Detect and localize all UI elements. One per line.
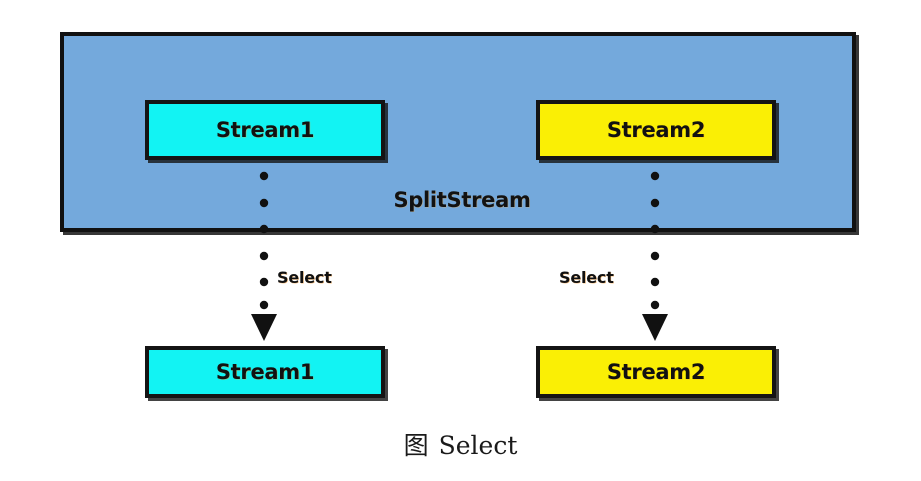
inner-stream-label-right: Stream2 xyxy=(606,118,706,142)
inner-stream-box-right: Stream2 xyxy=(536,100,776,160)
output-stream-label-left: Stream1 xyxy=(215,360,315,384)
figure-caption: 图 Select xyxy=(0,426,921,462)
inner-stream-box-left: Stream1 xyxy=(145,100,385,160)
dotted-arrow-left-icon xyxy=(251,171,277,341)
dotted-arrow-right-icon xyxy=(642,171,668,341)
caption-figure-word: 图 xyxy=(403,431,429,460)
splitstream-container: Stream1 Stream2 SplitStream xyxy=(60,32,856,232)
select-label-right: Select xyxy=(559,268,614,287)
output-stream-box-left: Stream1 xyxy=(145,346,385,398)
splitstream-label: SplitStream xyxy=(393,188,531,212)
output-stream-label-right: Stream2 xyxy=(606,360,706,384)
caption-text: Select xyxy=(438,431,518,460)
select-label-left: Select xyxy=(277,268,332,287)
inner-stream-label-left: Stream1 xyxy=(215,118,315,142)
output-stream-box-right: Stream2 xyxy=(536,346,776,398)
